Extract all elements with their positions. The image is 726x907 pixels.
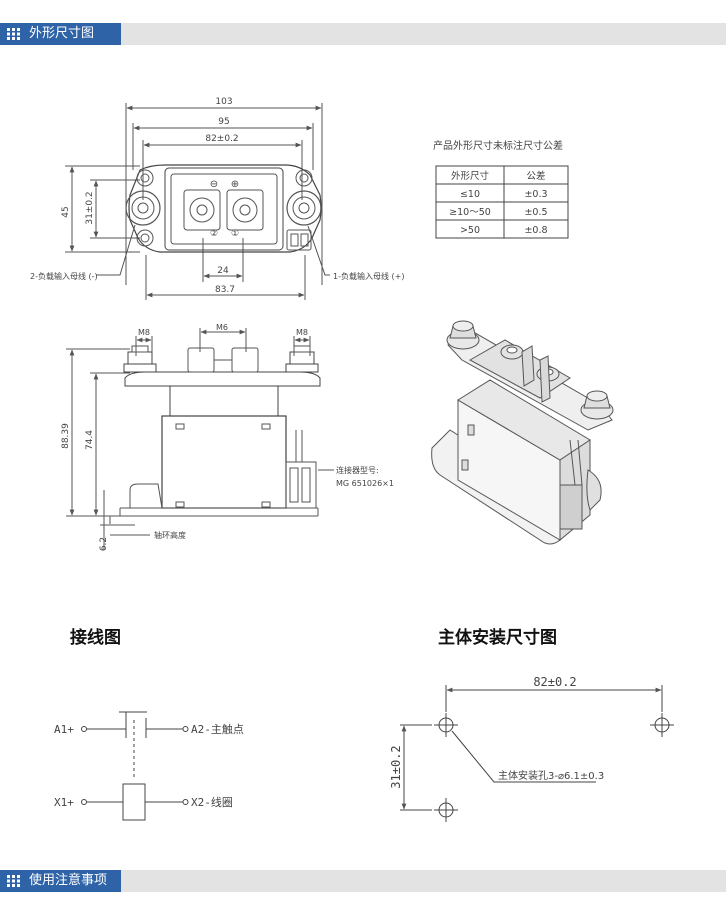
m8-left-label: M8 [138,328,150,337]
table-cell: >50 [460,225,480,236]
dim-83-7: 83.7 [215,285,235,295]
dim-31: 31±0.2 [85,191,95,224]
product-3d-illustration [431,320,614,545]
dim-6-2: 6.2 [99,537,109,551]
negative-busbar-label: 2-负载输入母线 (-) [30,271,98,281]
mount-dim-31: 31±0.2 [389,745,403,788]
positive-busbar-label: 1-负载输入母线 (+) [333,271,404,281]
dim-24: 24 [217,266,229,276]
terminal-x1-label: X1+ [54,796,74,809]
dim-95: 95 [218,117,229,127]
wiring-heading: 接线图 [70,627,121,648]
dim-103: 103 [215,97,232,107]
collar-height-label: 轴环高度 [154,530,186,540]
top-view-labels: 103 95 82±0.2 45 31±0.2 24 83.7 2-负载输入母线… [30,97,404,295]
mount-dim-82: 82±0.2 [533,675,576,689]
terminal-x2-label: X2-线圈 [191,795,233,809]
section-header-outline: 外形尺寸图 [0,23,726,45]
m8-right-label: M8 [296,328,308,337]
dim-82: 82±0.2 [205,134,238,144]
connector-model-label: MG 651026×1 [336,479,394,488]
grid-dots-icon [7,28,21,40]
wiring-diagram [81,711,189,821]
table-header-tolerance: 公差 [526,170,545,182]
side-view-drawing [66,328,334,550]
table-cell: ≥10〜50 [449,207,491,218]
terminal-number-1: ① [231,229,239,239]
side-view-labels: M8 M6 M8 88.39 74.4 6.2 连接器型号: MG 651026… [61,323,394,551]
minus-symbol: ⊖ [210,179,218,190]
section-tab-notes: 使用注意事项 [0,870,121,892]
terminal-number-2: ② [210,229,218,239]
dim-74-4: 74.4 [85,430,95,450]
top-view-drawing [65,103,330,300]
mounting-heading: 主体安装尺寸图 [438,627,557,648]
m6-label: M6 [216,323,228,332]
grid-dots-icon [7,875,21,887]
dim-88-39: 88.39 [61,423,71,449]
dim-45: 45 [61,206,71,217]
mounting-hole-label: 主体安装孔3-⌀6.1±0.3 [498,769,604,782]
section-title-notes: 使用注意事项 [29,873,108,888]
tolerance-table: 产品外形尺寸未标注尺寸公差 外形尺寸 公差 ≤10 ±0.3 ≥10〜50 ±0… [433,139,569,239]
table-cell: ≤10 [460,189,480,200]
plus-symbol: ⊕ [231,179,239,190]
table-cell: ±0.8 [524,225,547,236]
terminal-a2-label: A2-主触点 [191,722,244,736]
connector-type-label: 连接器型号: [336,465,379,475]
wiring-labels: A1+ A2-主触点 X1+ X2-线圈 [54,722,244,809]
section-tab-outline: 外形尺寸图 [0,23,121,45]
section-header-notes: 使用注意事项 [0,870,726,892]
mounting-diagram [400,685,674,822]
table-cell: ±0.5 [524,207,547,218]
tolerance-note: 产品外形尺寸未标注尺寸公差 [433,139,563,152]
table-header-size: 外形尺寸 [451,170,490,182]
terminal-a1-label: A1+ [54,723,74,736]
table-cell: ±0.3 [524,189,547,200]
section-title-outline: 外形尺寸图 [29,26,95,41]
mounting-labels: 82±0.2 31±0.2 主体安装孔3-⌀6.1±0.3 [389,675,604,789]
